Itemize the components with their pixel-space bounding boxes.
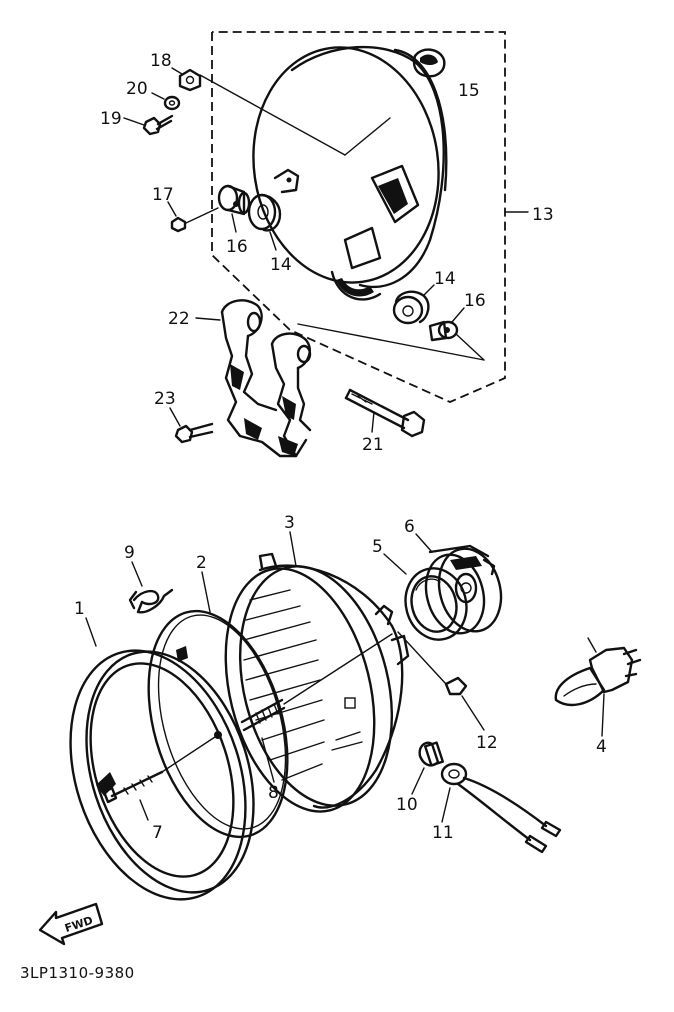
callout-3: 3 (284, 513, 295, 533)
leader-16-left (231, 213, 237, 233)
leader-8 (261, 737, 275, 783)
leader-22 (195, 317, 221, 321)
leader-23 (169, 407, 181, 427)
callout-23: 23 (154, 389, 176, 409)
callout-21: 21 (362, 435, 384, 455)
callout-13: 13 (532, 205, 554, 225)
nut-17 (170, 216, 187, 233)
callout-14-left: 14 (270, 255, 292, 275)
leader-10 (411, 767, 425, 795)
leader-21 (371, 411, 375, 433)
leader-14-right (423, 284, 435, 296)
leader-5 (383, 553, 407, 575)
nut-18 (178, 68, 202, 92)
callout-7: 7 (152, 823, 163, 843)
grommet-14-left (247, 193, 282, 232)
headlight-case (199, 45, 448, 301)
collar-16-left (217, 184, 251, 216)
callout-17: 17 (152, 185, 174, 205)
leader-16-right (451, 307, 465, 323)
bolt-19 (142, 114, 174, 136)
fwd-arrow-icon: FWD (38, 902, 104, 946)
callout-19: 19 (100, 109, 122, 129)
callout-numbers: 1 2 3 4 5 6 7 8 9 10 11 12 13 14 14 15 1… (74, 51, 607, 843)
callout-15: 15 (458, 81, 480, 101)
emblem-plug (412, 48, 446, 78)
spring-clip (128, 588, 174, 614)
callout-14-right: 14 (434, 269, 456, 289)
headlight-bulb (554, 637, 642, 707)
headlight-stay (220, 299, 312, 458)
headlight-inner-ring (147, 609, 289, 839)
leader-2 (201, 571, 211, 613)
leader-18 (171, 67, 183, 75)
leader-19 (123, 117, 145, 126)
callout-11: 11 (432, 823, 454, 843)
callout-6: 6 (404, 517, 415, 537)
diagram-code: 3LP1310-9380 (20, 964, 135, 982)
callout-9: 9 (124, 543, 135, 563)
callout-16-left: 16 (226, 237, 248, 257)
bolt-23 (174, 422, 214, 444)
bulb-clip (397, 631, 468, 696)
callout-8: 8 (268, 783, 279, 803)
bulb-ring (404, 567, 468, 641)
callout-22: 22 (168, 309, 190, 329)
aux-bulb (418, 741, 444, 767)
grommet-14-right (392, 290, 430, 325)
leader-17 (167, 201, 177, 217)
callout-16-right: 16 (464, 291, 486, 311)
callout-12: 12 (476, 733, 498, 753)
callout-1: 1 (74, 599, 85, 619)
callout-5: 5 (372, 537, 383, 557)
bolt-21 (344, 388, 426, 438)
aux-socket-cord (440, 762, 562, 854)
reflector-lens-unit (224, 552, 410, 813)
leader-11 (441, 787, 451, 823)
leader-6 (415, 533, 433, 553)
callout-10: 10 (396, 795, 418, 815)
callout-4: 4 (596, 737, 607, 757)
socket-cover (424, 544, 503, 635)
leader-3 (289, 531, 297, 567)
leader-1 (85, 617, 97, 647)
leader-20 (151, 92, 165, 100)
leader-4 (601, 693, 605, 737)
leader-14-left (269, 231, 277, 251)
leader-7 (139, 799, 149, 821)
collar-16-right (428, 320, 459, 342)
washer-20 (163, 95, 181, 111)
assembly-boundary-dashed (211, 31, 506, 403)
callout-2: 2 (196, 553, 207, 573)
headlight-rim (69, 649, 255, 901)
callout-20: 20 (126, 79, 148, 99)
callout-18: 18 (150, 51, 172, 71)
leader-12 (461, 695, 485, 731)
adjusting-screw-7 (102, 734, 219, 804)
leader-9 (131, 561, 143, 587)
